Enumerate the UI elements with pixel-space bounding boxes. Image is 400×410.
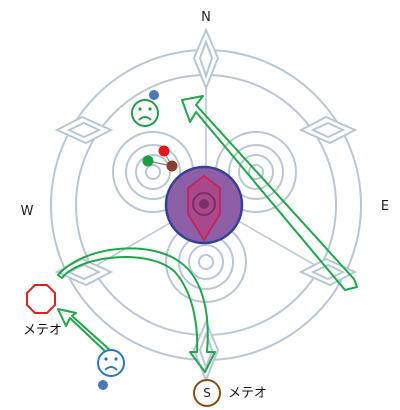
compass-north: N	[201, 10, 211, 25]
dot-blue-north	[149, 90, 159, 100]
sad-face-icon	[131, 99, 159, 127]
dot-brown	[166, 160, 178, 172]
compass-east: E	[381, 199, 389, 214]
crystal-gate-north	[192, 27, 220, 91]
crystal-gate-northwest	[54, 115, 114, 145]
crystal-gate-southeast	[298, 257, 358, 287]
meteor-label-west: メテオ	[23, 323, 62, 338]
meteor-label-south: メテオ	[228, 386, 267, 401]
arrow-short	[57, 308, 112, 355]
dot-cluster	[142, 145, 178, 172]
boss	[164, 165, 244, 245]
dot-green	[142, 155, 154, 167]
dot-blue-south	[98, 380, 108, 390]
boss-emblem-icon	[187, 174, 221, 242]
player-blue-sad	[97, 349, 125, 377]
sad-face-icon	[97, 349, 125, 377]
arrow-diagonal	[181, 95, 358, 291]
circle-marker-icon	[193, 379, 221, 407]
player-green-sad	[131, 99, 159, 127]
dot-red	[158, 145, 170, 157]
arrow-curved	[57, 247, 216, 373]
octagon-marker-icon	[26, 284, 56, 314]
crystal-gate-northeast	[298, 115, 358, 145]
compass-west: W	[21, 204, 34, 219]
compass-south: S	[203, 386, 211, 400]
